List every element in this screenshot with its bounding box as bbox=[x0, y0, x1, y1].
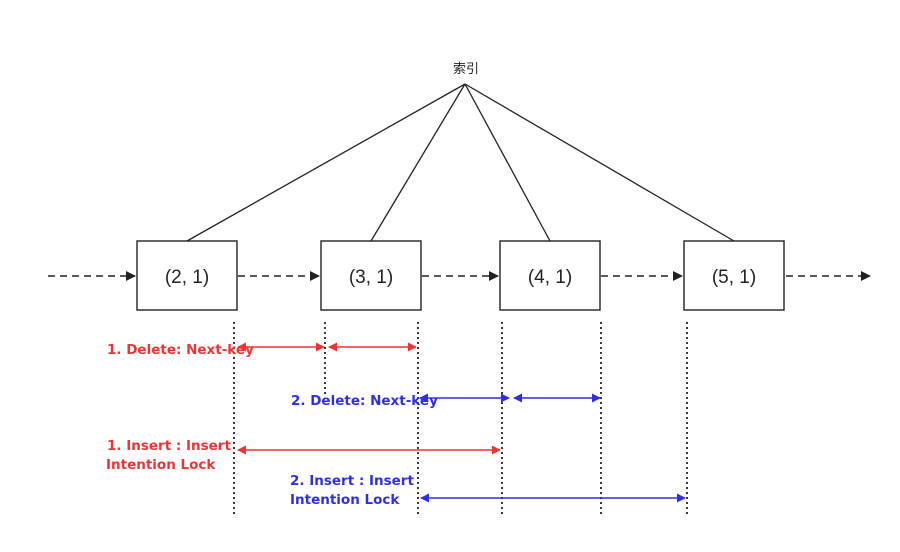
edge-root-node2 bbox=[370, 83, 466, 242]
node-label: (3, 1) bbox=[349, 267, 393, 288]
tx1-insert-label-line1: 1. Insert : Insert bbox=[107, 438, 231, 454]
tx2-insert-label-line1: 2. Insert : Insert bbox=[290, 473, 414, 489]
index-node-1: (2, 1) bbox=[136, 240, 238, 311]
tx1-insert-label-line2: Intention Lock bbox=[106, 457, 216, 473]
edge-root-node3 bbox=[464, 83, 551, 242]
tx2-delete-label: 2. Delete: Next-key bbox=[291, 393, 438, 409]
gap-guide-lines bbox=[233, 322, 688, 516]
index-node-3: (4, 1) bbox=[499, 240, 601, 311]
edge-root-node1 bbox=[186, 83, 466, 242]
tx1-delete-label: 1. Delete: Next-key bbox=[107, 342, 254, 358]
tree-edges bbox=[186, 83, 735, 242]
index-node-2: (3, 1) bbox=[320, 240, 422, 311]
node-label: (2, 1) bbox=[165, 267, 209, 288]
node-label: (4, 1) bbox=[528, 267, 572, 288]
index-node-4: (5, 1) bbox=[683, 240, 785, 311]
node-label: (5, 1) bbox=[712, 267, 756, 288]
edge-root-node4 bbox=[464, 83, 735, 242]
tx2-insert-label-line2: Intention Lock bbox=[290, 492, 400, 508]
root-index-label: 索引 bbox=[453, 62, 479, 77]
